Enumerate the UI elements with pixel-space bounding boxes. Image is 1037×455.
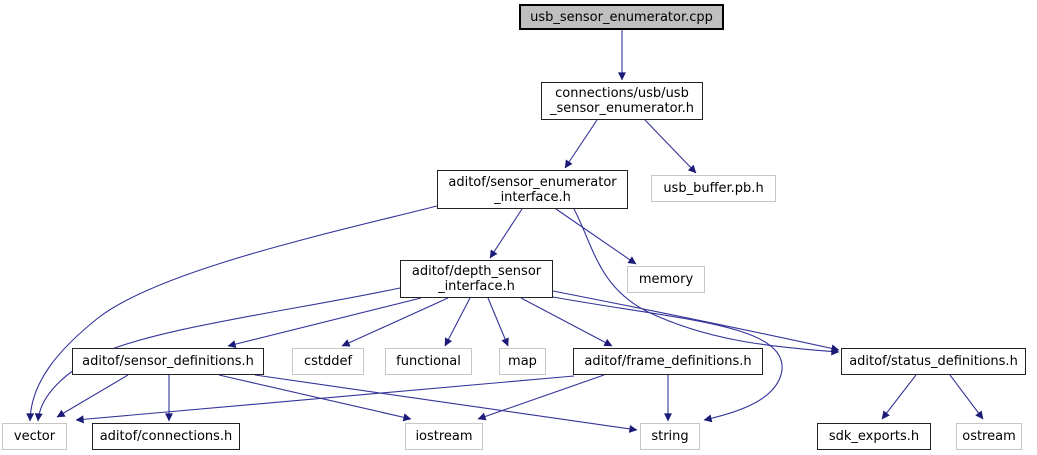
graph-node-usb-buffer-pb-h: usb_buffer.pb.h [651,175,776,202]
edge-depth-sensor-interface-h-to-cstddef [341,297,449,347]
edge-depth-sensor-interface-h-to-status-definitions-h [552,290,840,353]
graph-node-label: memory [638,272,694,287]
graph-node-label: usb_buffer.pb.h [663,181,764,196]
graph-node-label: string [651,429,689,444]
graph-node-label: aditof/status_definitions.h [849,354,1018,369]
edge-depth-sensor-interface-h-to-vector [34,287,401,422]
edge-sensor-definitions-h-to-vector [56,374,129,418]
edge-sensor-enumerator-interface-h-to-depth-sensor-interface-h [489,208,523,259]
edge-usb-sensor-enumerator-h-to-sensor-enumerator-interface-h [564,119,598,169]
edge-status-definitions-h-to-ostream [949,374,984,420]
graph-node-label: aditof/frame_definitions.h [584,354,752,369]
graph-node-connections-h[interactable]: aditof/connections.h [92,423,240,450]
graph-node-memory: memory [627,266,705,293]
graph-node-usb-sensor-enumerator-h[interactable]: connections/usb/usb_sensor_enumerator.h [541,82,703,120]
graph-node-label: ostream [962,429,1016,444]
graph-node-label: _interface.h [494,189,571,205]
graph-node-cstddef: cstddef [292,348,364,375]
graph-node-label: usb_sensor_enumerator.cpp [530,9,713,25]
graph-node-sensor-enumerator-interface-h[interactable]: aditof/sensor_enumerator_interface.h [437,170,628,209]
graph-node-ostream: ostream [956,423,1022,450]
graph-node-label: connections/usb/usb [555,86,689,101]
graph-node-label: aditof/sensor_definitions.h [82,354,254,369]
edge-depth-sensor-interface-h-to-functional [444,297,471,347]
graph-node-status-definitions-h[interactable]: aditof/status_definitions.h [841,348,1026,375]
edge-frame-definitions-h-to-vector [75,375,575,424]
graph-node-sensor-definitions-h[interactable]: aditof/sensor_definitions.h [72,348,264,375]
graph-node-label: map [508,354,537,369]
edge-frame-definitions-h-to-iostream [477,374,605,421]
edge-sensor-definitions-h-to-iostream [218,374,412,422]
graph-node-label: vector [13,429,56,444]
graph-node-sdk-exports-h[interactable]: sdk_exports.h [817,423,931,450]
graph-node-map: map [499,348,546,375]
graph-node-label: cstddef [303,354,353,369]
graph-node-depth-sensor-interface-h[interactable]: aditof/depth_sensor_interface.h [400,260,553,298]
graph-node-label: aditof/sensor_enumerator [448,174,617,190]
edge-depth-sensor-interface-h-to-map [487,297,509,347]
graph-node-functional: functional [385,348,472,375]
edge-usb-sensor-enumerator-h-to-usb-buffer-pb-h [644,119,697,174]
edge-status-definitions-h-to-sdk-exports-h [881,374,917,420]
edge-depth-sensor-interface-h-to-sensor-definitions-h [227,297,422,349]
edge-depth-sensor-interface-h-to-frame-definitions-h [520,297,613,347]
edge-sensor-definitions-h-to-string [254,374,638,433]
graph-node-label: sdk_exports.h [828,429,920,444]
graph-node-iostream: iostream [405,423,483,450]
graph-node-label: aditof/connections.h [99,429,233,444]
graph-node-string: string [640,423,700,450]
graph-node-label: _sensor_enumerator.h [549,101,695,116]
edge-depth-sensor-interface-h-to-string [552,296,783,423]
graph-node-usb-sensor-enumerator-cpp: usb_sensor_enumerator.cpp [519,4,724,30]
graph-node-label: _interface.h [438,279,515,294]
edge-sensor-enumerator-interface-h-to-vector [26,205,438,422]
edge-sensor-enumerator-interface-h-to-status-definitions-h [573,208,840,356]
edge-sensor-enumerator-interface-h-to-memory [555,208,637,265]
graph-node-label: iostream [415,429,473,444]
graph-node-vector: vector [2,423,67,450]
graph-node-label: functional [396,354,461,369]
graph-node-frame-definitions-h[interactable]: aditof/frame_definitions.h [573,348,763,375]
graph-node-label: aditof/depth_sensor [411,264,542,279]
